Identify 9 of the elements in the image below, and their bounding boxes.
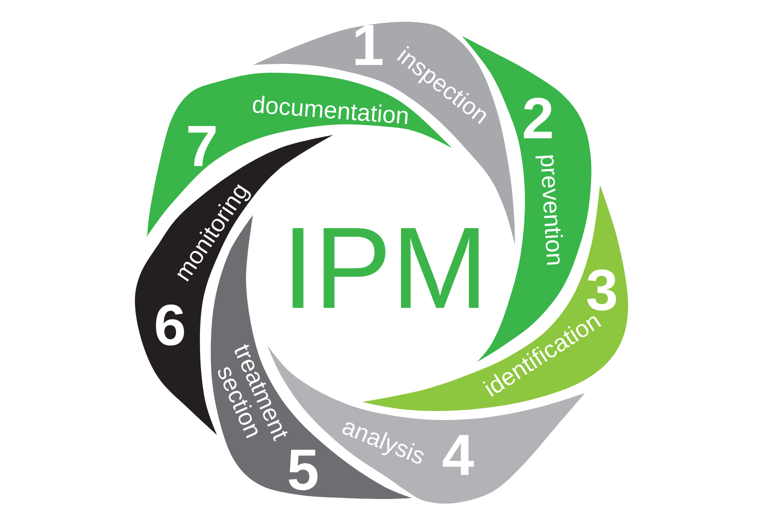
step-number: 6 xyxy=(156,304,184,346)
step-number: 1 xyxy=(356,25,383,65)
center-title: IPM xyxy=(292,228,479,308)
step-number: 4 xyxy=(442,435,474,475)
step-number: 3 xyxy=(587,269,616,311)
step-number: 5 xyxy=(288,450,318,490)
step-number: 2 xyxy=(524,98,552,138)
step-number: 7 xyxy=(188,126,216,166)
step-label: prevention xyxy=(536,155,563,265)
